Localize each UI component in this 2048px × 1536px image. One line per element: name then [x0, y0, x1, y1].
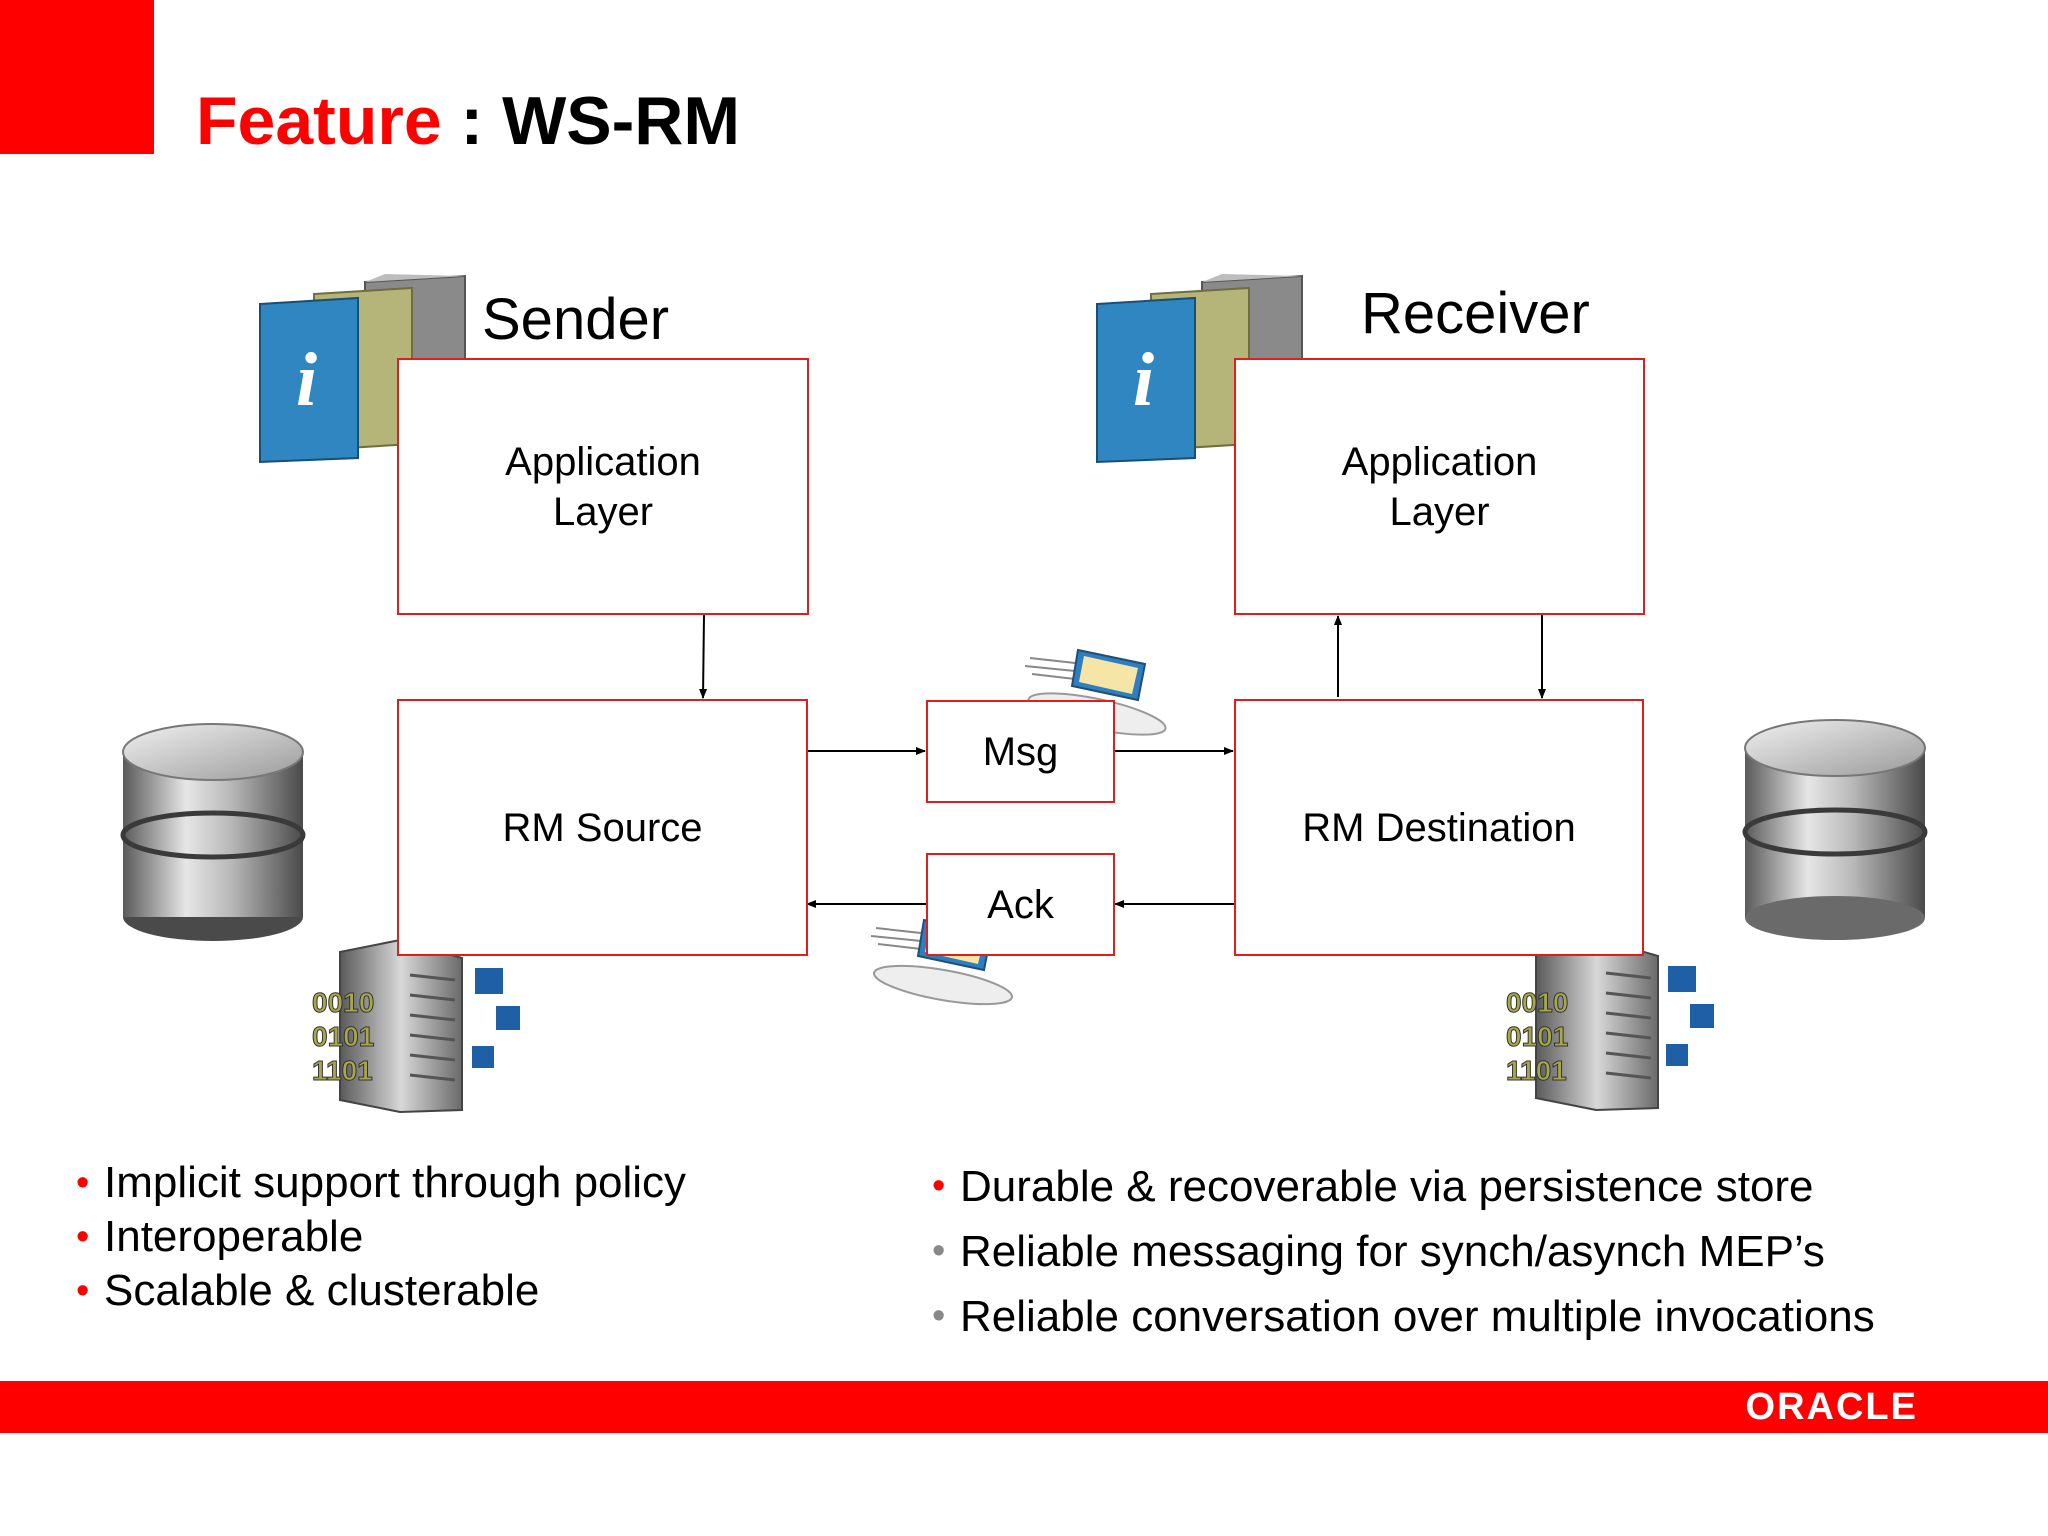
binary-line-3-left: 1101 [312, 1055, 373, 1086]
svg-text:i: i [1133, 338, 1154, 422]
bullet-right-2: Reliable messaging for synch/asynch MEP’… [932, 1219, 1875, 1284]
bullet-left-1: Implicit support through policy [76, 1156, 686, 1210]
server-icon-right: 0010 0101 1101 [1506, 936, 1714, 1112]
svg-text:i: i [296, 338, 317, 422]
footer-bar: ORACLE [0, 1381, 2048, 1433]
binary-line-2-left: 0101 [312, 1021, 374, 1052]
bullet-left-2: Interoperable [76, 1210, 686, 1264]
server-icon-left: 0010 0101 1101 [312, 938, 520, 1114]
bullet-right-1: Durable & recoverable via persistence st… [932, 1154, 1875, 1219]
rm-destination-text: RM Destination [1302, 805, 1576, 850]
database-icon-left [120, 723, 306, 941]
receiver-label: Receiver [1361, 281, 1590, 346]
binary-line-1-right: 0010 [1506, 987, 1568, 1018]
receiver-application-layer-text: Application Layer [1341, 439, 1538, 534]
bullets-right: Durable & recoverable via persistence st… [932, 1154, 1875, 1349]
ack-text: Ack [987, 882, 1054, 927]
bullet-left-3: Scalable & clusterable [76, 1264, 686, 1318]
slide-title: Feature : WS-RM [196, 76, 740, 166]
connector-arrows [699, 614, 1546, 908]
sender-application-layer-text: Application Layer [505, 439, 701, 534]
msg-text: Msg [982, 729, 1059, 774]
binary-line-1-left: 0010 [312, 987, 374, 1018]
title-accent: Feature [196, 83, 442, 159]
oracle-logo: ORACLE [1745, 1386, 1918, 1428]
bullets-left: Implicit support through policy Interope… [76, 1156, 686, 1318]
binary-line-3-right: 1101 [1506, 1055, 1567, 1086]
msg-box: Msg [926, 700, 1115, 803]
sender-label: Sender [482, 287, 670, 352]
rm-source-box: RM Source [397, 699, 808, 956]
database-icon-right [1742, 719, 1928, 940]
rm-source-text: RM Source [502, 805, 703, 850]
sender-application-layer-box: Application Layer [397, 358, 809, 615]
ack-box: Ack [926, 853, 1115, 956]
bullet-right-3: Reliable conversation over multiple invo… [932, 1284, 1875, 1349]
arrow-sender-app-to-rm-source [699, 614, 708, 699]
red-corner-block [0, 0, 154, 154]
binary-line-2-right: 0101 [1506, 1021, 1568, 1052]
title-rest: : WS-RM [441, 83, 741, 159]
receiver-application-layer-box: Application Layer [1234, 358, 1645, 615]
rm-destination-box: RM Destination [1234, 699, 1644, 956]
